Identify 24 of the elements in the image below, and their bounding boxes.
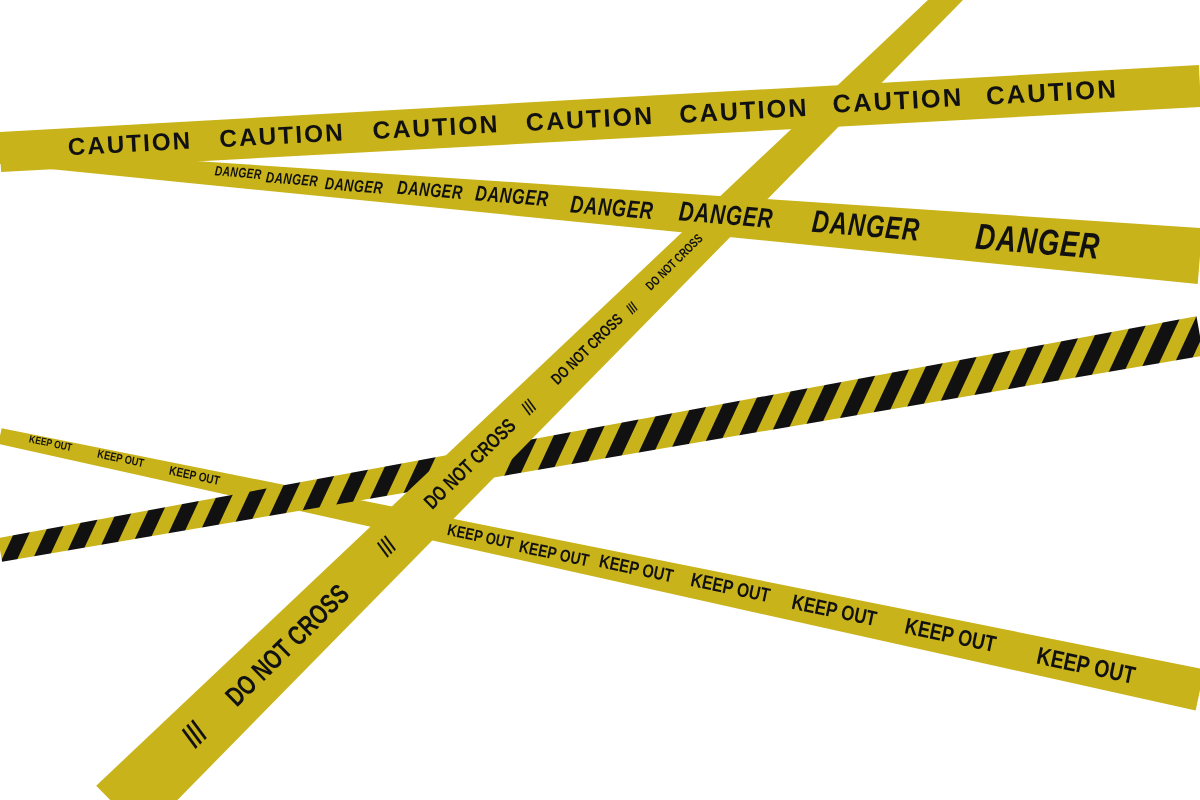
- tape-label: CAUTION: [218, 120, 346, 153]
- tape-label: DANGER: [324, 174, 384, 197]
- tape-label: KEEP OUT: [445, 522, 515, 553]
- tape-label: CAUTION: [831, 86, 965, 119]
- tape-label: CAUTION: [371, 112, 501, 144]
- tape-label: KEEP OUT: [688, 572, 772, 609]
- tape-label: KEEP OUT: [789, 593, 879, 632]
- tape-label: DANGER: [396, 179, 464, 205]
- tape-label: KEEP OUT: [902, 616, 998, 658]
- tape-label: DANGER: [677, 198, 775, 235]
- tape-label: DANGER: [974, 219, 1102, 266]
- tape-label: CAUTION: [67, 129, 193, 161]
- tape-label: CAUTION: [985, 77, 1119, 111]
- tape-label: DANGER: [474, 184, 550, 213]
- tape-label: CAUTION: [525, 103, 655, 136]
- tape-label: KEEP OUT: [597, 553, 675, 588]
- tape-label: CAUTION: [678, 94, 810, 128]
- tape-label: KEEP OUT: [1034, 643, 1138, 689]
- tape-label: KEEP OUT: [517, 537, 591, 570]
- tape-label: ///: [519, 397, 541, 419]
- tape-label: DANGER: [569, 191, 655, 223]
- tape-label: DANGER: [810, 207, 922, 249]
- tape-label: ///: [373, 533, 402, 562]
- tape-label: ///: [177, 718, 214, 755]
